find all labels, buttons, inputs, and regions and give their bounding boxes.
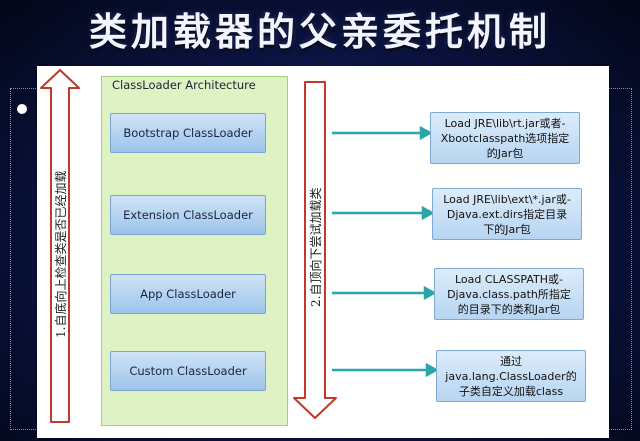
extension-classloader-box: Extension ClassLoader [110, 195, 266, 235]
note-line: 的Jar包 [486, 146, 524, 160]
note-line: Djava.ext.dirs指定目录 [446, 207, 568, 221]
note-line: Load JRE\lib\ext\*.jar或- [443, 192, 571, 206]
left-arrow-label: 1.自底向上检查类是否已经加载 [54, 170, 68, 338]
bullet-dot [17, 104, 27, 114]
note-line: Xbootclasspath选项指定 [440, 131, 570, 145]
note-line: 的目录下的类和Jar包 [457, 302, 561, 316]
note-line: java.lang.ClassLoader的 [445, 369, 577, 383]
note-app: Load CLASSPATH或-Djava.class.path所指定的目录下的… [434, 268, 584, 320]
note-line: 子类自定义加载class [458, 384, 564, 398]
right-down-arrow [293, 81, 337, 419]
architecture-label: ClassLoader Architecture [112, 78, 256, 92]
right-arrow-label: 2.自顶向下尝试加载类 [309, 187, 323, 307]
note-line: Load CLASSPATH或- [454, 272, 563, 286]
note-line: 通过 [499, 354, 522, 368]
note-bootstrap: Load JRE\lib\rt.jar或者-Xbootclasspath选项指定… [430, 112, 580, 164]
slide-title: 类加载器的父亲委托机制 [88, 10, 551, 54]
note-line: Djava.class.path所指定 [447, 287, 571, 301]
left-up-arrow [40, 69, 80, 423]
app-classloader-box: App ClassLoader [110, 274, 266, 314]
note-extension: Load JRE\lib\ext\*.jar或-Djava.ext.dirs指定… [432, 188, 582, 240]
bootstrap-classloader-box: Bootstrap ClassLoader [110, 113, 266, 153]
note-line: Load JRE\lib\rt.jar或者- [444, 116, 566, 130]
custom-classloader-box: Custom ClassLoader [110, 351, 266, 391]
note-line: 下的Jar包 [483, 222, 531, 236]
